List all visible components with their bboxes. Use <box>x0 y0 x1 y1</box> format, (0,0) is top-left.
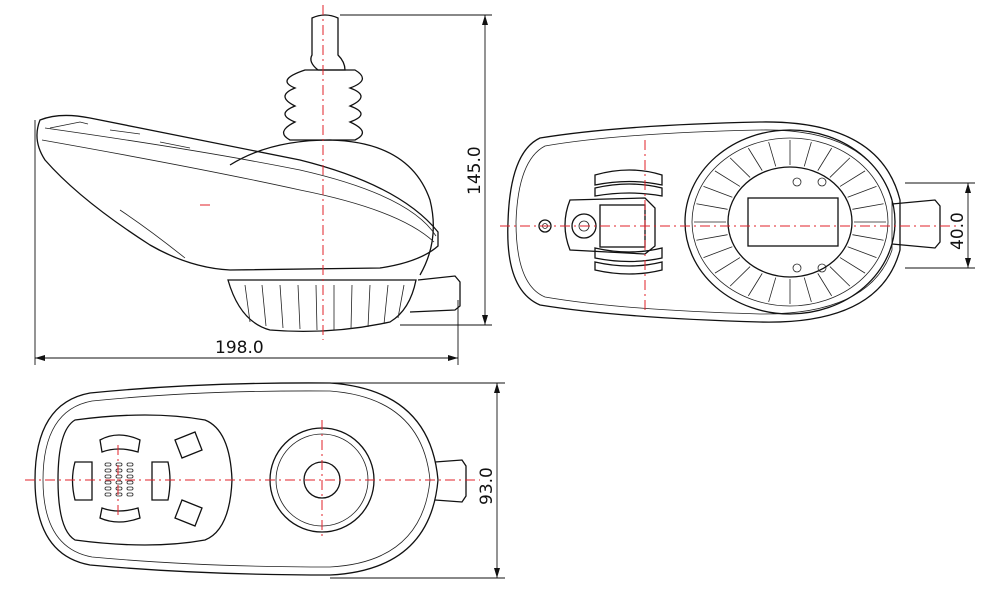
fin <box>768 277 777 303</box>
fin <box>829 266 851 287</box>
speaker-hole <box>104 462 112 467</box>
fin <box>729 157 751 178</box>
dimension-label-connector: 40.0 <box>948 212 968 250</box>
fin <box>852 203 884 210</box>
fin <box>748 147 763 171</box>
speaker-hole <box>104 492 112 497</box>
fin <box>839 170 866 187</box>
dimension-width: 93.0 <box>330 382 505 579</box>
fin <box>817 147 832 171</box>
fin <box>703 246 733 258</box>
dimension-length: 198.0 <box>34 120 459 365</box>
speaker-hole <box>104 468 112 473</box>
speaker-hole <box>126 492 134 497</box>
speaker-hole <box>126 480 134 485</box>
fin <box>852 234 884 241</box>
dimension-label-length: 198.0 <box>215 338 264 358</box>
speaker-hole <box>104 480 112 485</box>
speaker-hole <box>126 462 134 467</box>
speaker-hole <box>115 474 123 479</box>
dimension-label-width: 93.0 <box>477 467 497 505</box>
speaker-hole <box>126 474 134 479</box>
fin <box>803 141 812 167</box>
fin <box>714 170 741 187</box>
side-view <box>36 5 461 340</box>
speaker-hole <box>126 486 134 491</box>
dimension-label-height: 145.0 <box>465 146 485 195</box>
rear-view <box>500 121 960 323</box>
fin <box>847 246 877 258</box>
speaker-hole <box>126 468 134 473</box>
speaker-hole <box>115 492 123 497</box>
fin <box>768 141 777 167</box>
fin <box>847 186 877 198</box>
fin <box>714 257 741 274</box>
fin <box>729 266 751 287</box>
dimension-connector: 40.0 <box>905 182 975 269</box>
fin <box>803 277 812 303</box>
speaker-hole <box>104 486 112 491</box>
dimension-height: 145.0 <box>340 14 492 326</box>
fin <box>696 203 728 210</box>
fin <box>817 273 832 297</box>
top-view <box>25 382 480 576</box>
fin <box>696 234 728 241</box>
speaker-hole <box>115 480 123 485</box>
fin <box>839 257 866 274</box>
fin <box>748 273 763 297</box>
fin <box>703 186 733 198</box>
speaker-hole <box>115 468 123 473</box>
speaker-hole <box>115 486 123 491</box>
speaker-hole <box>104 474 112 479</box>
fin <box>829 157 851 178</box>
speaker-hole <box>115 462 123 467</box>
